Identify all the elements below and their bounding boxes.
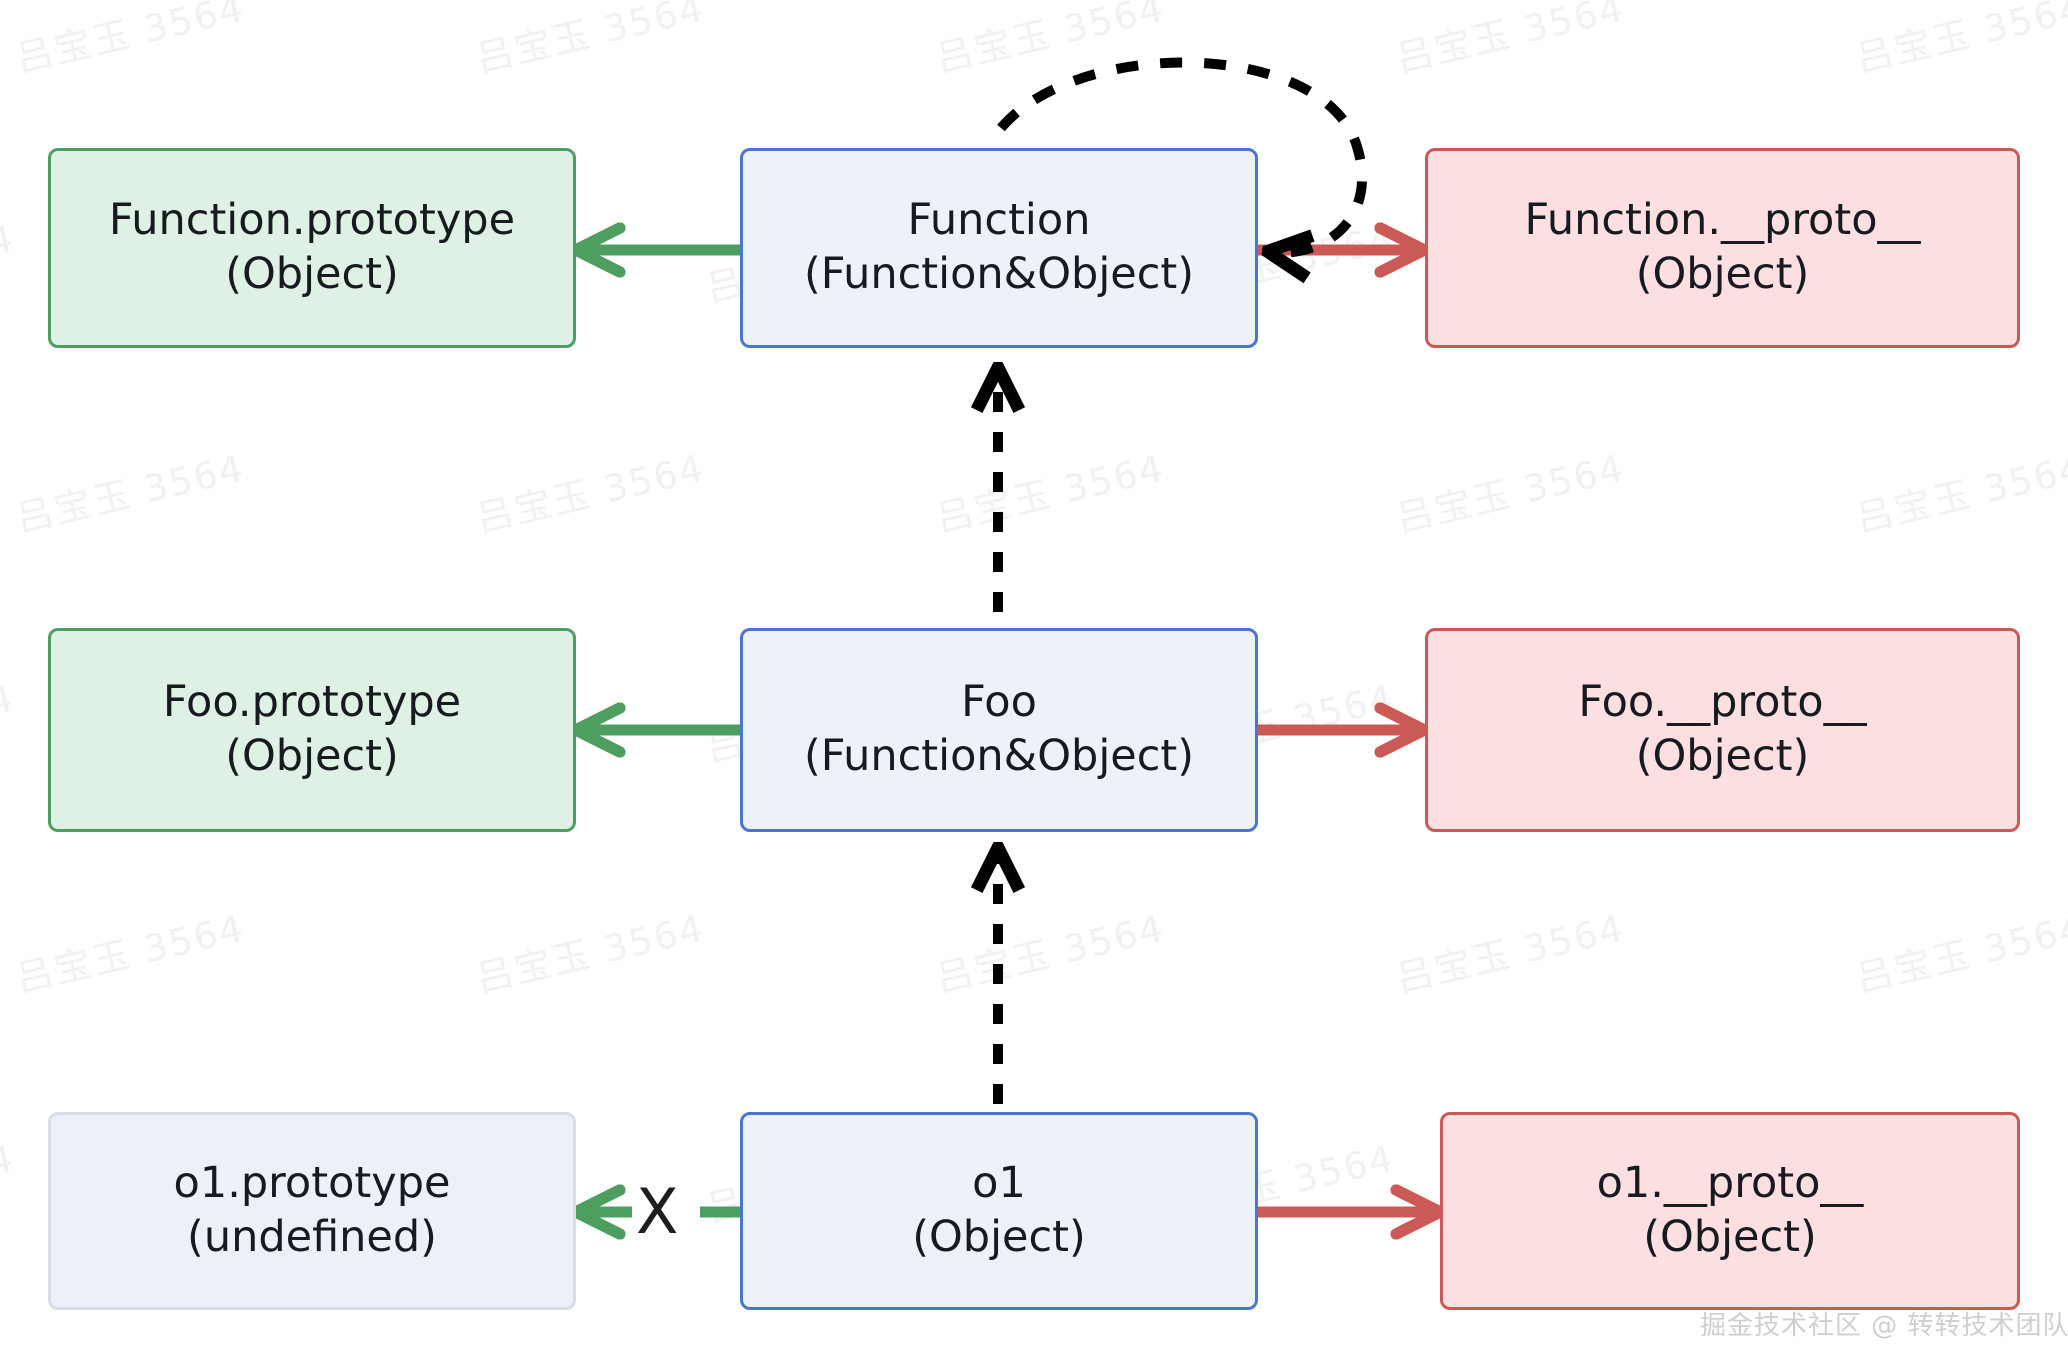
watermark-text: 吕宝玉 3564 (12, 906, 249, 1001)
watermark-text: 吕宝玉 3564 (1392, 446, 1629, 541)
node-o1-line1: o1 (972, 1158, 1026, 1209)
node-o1-prototype-line2: (undefined) (187, 1212, 437, 1262)
watermark-text: 吕宝玉 3564 (12, 0, 249, 81)
watermark-text: 吕宝玉 3564 (1852, 446, 2068, 541)
watermark-text: 吕宝玉 3564 (1852, 0, 2068, 81)
node-function-proto-line1: Function.__proto__ (1524, 195, 1921, 246)
credit-watermark: 掘金技术社区 @ 转转技术团队 (1700, 1311, 2068, 1341)
node-o1-proto-line2: (Object) (1643, 1212, 1817, 1262)
node-o1-proto-line1: o1.__proto__ (1596, 1158, 1864, 1209)
node-foo-prototype[interactable]: Foo.prototype (Object) (48, 628, 576, 832)
watermark-text: 吕宝玉 3564 (1852, 906, 2068, 1001)
watermark-text: 吕宝玉 3564 (0, 216, 19, 310)
node-function[interactable]: Function (Function&Object) (740, 148, 1258, 348)
node-foo-prototype-line2: (Object) (225, 731, 399, 781)
node-function-prototype-line1: Function.prototype (108, 195, 516, 246)
watermark-text: 吕宝玉 3564 (1392, 0, 1629, 81)
watermark-text: 吕宝玉 3564 (0, 1136, 19, 1230)
node-function-prototype-line2: (Object) (225, 249, 399, 299)
watermark-text: 吕宝玉 3564 (472, 906, 709, 1001)
node-foo-proto[interactable]: Foo.__proto__ (Object) (1425, 628, 2020, 832)
watermark-text: 吕宝玉 3564 (0, 676, 19, 770)
node-function-line2: (Function&Object) (803, 249, 1195, 299)
node-foo-line1: Foo (961, 677, 1037, 728)
watermark-text: 吕宝玉 3564 (12, 446, 249, 541)
watermark-text: 吕宝玉 3564 (1392, 906, 1629, 1001)
node-o1-proto[interactable]: o1.__proto__ (Object) (1440, 1112, 2020, 1310)
node-function-line1: Function (907, 195, 1091, 246)
node-function-proto-line2: (Object) (1635, 249, 1810, 299)
watermark-text: 吕宝玉 3564 (932, 0, 1169, 81)
node-function-prototype[interactable]: Function.prototype (Object) (48, 148, 576, 348)
node-o1-prototype[interactable]: o1.prototype (undefined) (48, 1112, 576, 1310)
blocked-link-x-icon: X (636, 1175, 679, 1248)
node-o1-line2: (Object) (912, 1212, 1086, 1262)
watermark-text: 吕宝玉 3564 (472, 0, 709, 81)
node-foo[interactable]: Foo (Function&Object) (740, 628, 1258, 832)
node-o1-prototype-line1: o1.prototype (173, 1158, 451, 1209)
node-foo-line2: (Function&Object) (803, 731, 1195, 781)
watermark-text: 吕宝玉 3564 (932, 906, 1169, 1001)
node-foo-proto-line2: (Object) (1635, 731, 1810, 781)
node-o1[interactable]: o1 (Object) (740, 1112, 1258, 1310)
node-foo-proto-line1: Foo.__proto__ (1578, 677, 1867, 728)
watermark-text: 吕宝玉 3564 (932, 446, 1169, 541)
node-function-proto[interactable]: Function.__proto__ (Object) (1425, 148, 2020, 348)
node-foo-prototype-line1: Foo.prototype (162, 677, 462, 728)
watermark-text: 吕宝玉 3564 (472, 446, 709, 541)
